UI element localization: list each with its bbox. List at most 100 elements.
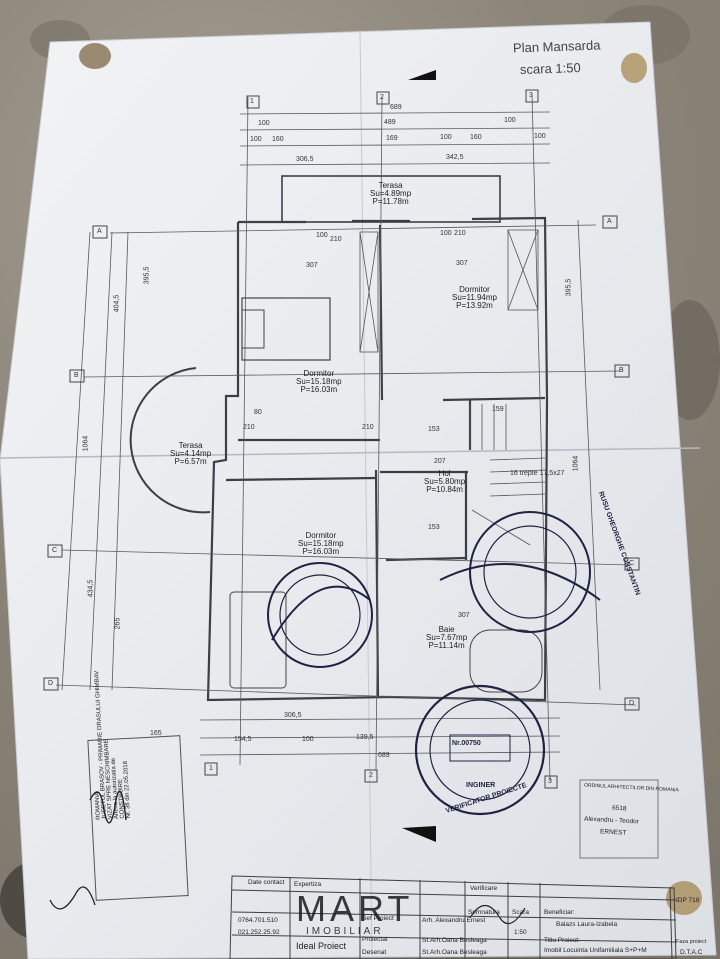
tb-semnatura: Semnatura	[468, 909, 500, 916]
dim-row2: 100	[534, 133, 546, 140]
stairs-label: 16 trepte 17,5x27	[510, 470, 565, 477]
rock	[621, 53, 647, 83]
pillow	[241, 309, 265, 349]
dimension-lines	[55, 94, 637, 781]
stairs	[469, 404, 546, 546]
section-arrow	[402, 826, 436, 842]
dim-bottom-row: 139,5	[356, 734, 374, 741]
wardrobes	[359, 229, 539, 353]
plan-scale: scara 1:50	[519, 59, 581, 78]
stamp-extra: INGINER	[466, 782, 496, 789]
dim-door: 159	[492, 406, 504, 413]
axis-label-2-bottom: 2	[369, 772, 373, 779]
architect-stamp-surname: ERNEST	[599, 828, 627, 837]
tb-dtac: D.T.A.C	[680, 949, 703, 956]
dim-left-total: 1064	[82, 435, 90, 452]
watermark-logo: MART	[296, 888, 414, 929]
verifier-stamp-3	[414, 684, 546, 816]
axis-label-2: 2	[380, 94, 384, 101]
dim-door: 307	[456, 260, 468, 267]
plan-title: Plan Mansarda	[512, 37, 601, 56]
axis-label-b: B	[74, 372, 79, 379]
tb-scara-value: 1:50	[514, 929, 527, 936]
shower	[229, 591, 287, 689]
dim-top-b: 489	[384, 119, 396, 126]
dim-top-a: 100	[258, 120, 270, 127]
title-block-grid	[229, 875, 677, 959]
dim-row2: 160	[272, 136, 284, 143]
tb-titlu: Titlu Proiect:	[544, 937, 580, 944]
axis-label-3-bottom: 3	[548, 778, 552, 785]
axis-markers	[43, 89, 640, 789]
watermark-sub: IMOBILIAR	[306, 926, 384, 937]
axis-label-b-right: B	[619, 367, 624, 374]
verifier-stamp-2	[439, 511, 601, 633]
dim-top-total: 689	[390, 104, 402, 111]
dim-row2: 100	[250, 136, 262, 143]
section-arrow	[408, 70, 436, 80]
signature	[469, 904, 526, 925]
tb-arhitect: Arh. Alexandru Ernest	[422, 917, 486, 924]
dim-door: 307	[306, 262, 318, 269]
dim-top-c: 100	[504, 117, 516, 124]
dim-left-d: 265	[114, 617, 122, 630]
dim-bottom-a: 306,5	[284, 712, 302, 719]
rock	[79, 43, 111, 69]
dim-left-b: 434,5	[87, 579, 95, 598]
architect-stamp-number: 6518	[611, 804, 627, 813]
tb-proiectat-value: St.Arh.Oana Besleaga	[422, 937, 487, 944]
tb-sef-proiect: Sef Proiect	[362, 915, 394, 922]
fold-line	[0, 447, 701, 459]
dim-door: 153	[428, 524, 440, 531]
dim-bottom-row: 165	[150, 730, 162, 737]
dim-door: 100	[316, 232, 328, 239]
tb-company: Ideal Proiect	[296, 941, 347, 951]
tb-expertiza: Expertiza	[294, 881, 322, 888]
dim-bottom-row: 100	[302, 736, 314, 743]
dim-door: 153	[428, 426, 440, 433]
axis-label-3: 3	[529, 92, 533, 99]
axis-label-a-right: A	[607, 218, 612, 225]
dim-row3: 306,5	[296, 156, 314, 163]
dim-left-a: 404,5	[113, 294, 121, 313]
tb-beneficiar-value: Balazs Laura-Izabela	[556, 921, 618, 928]
dim-row3: 342,5	[446, 154, 464, 161]
tb-desenat: Desenat	[362, 949, 387, 956]
stamp-code: Nr.00750	[452, 740, 481, 747]
fold-line	[359, 29, 373, 956]
dim-door: 307	[458, 612, 470, 619]
tb-titlu-value: Imobil Locuinta Unifamiliala S+P+M	[544, 947, 647, 954]
axis-label-d-right: D	[629, 700, 635, 707]
walls	[206, 175, 549, 702]
dim-door: 210	[362, 424, 374, 431]
axis-label-a: A	[97, 228, 102, 235]
dim-door: 210	[454, 230, 466, 237]
tb-fax: 021.252.25.92	[238, 929, 280, 936]
signature	[89, 790, 127, 824]
axis-label-c-right: C	[629, 560, 635, 567]
dim-door: 80	[254, 409, 262, 416]
dim-right-total: 1064	[572, 455, 580, 472]
tb-scara: Scara	[512, 909, 529, 916]
architect-stamp-box	[579, 779, 659, 859]
axis-label-1: 1	[250, 98, 254, 105]
dim-door: 207	[434, 458, 446, 465]
paper	[0, 21, 717, 959]
verifier-stamp-1	[267, 562, 373, 668]
tb-phone: 0764.701.510	[238, 917, 278, 924]
dim-bottom-row: 154,5	[234, 736, 252, 743]
terrace-arc	[129, 367, 211, 514]
dim-row2: 160	[470, 134, 482, 141]
tb-verificare: Verificare	[470, 885, 498, 892]
dim-bottom-total: 689	[378, 752, 390, 759]
side-note-box	[87, 735, 189, 901]
signature	[49, 886, 96, 910]
dim-door: 100	[440, 230, 452, 237]
